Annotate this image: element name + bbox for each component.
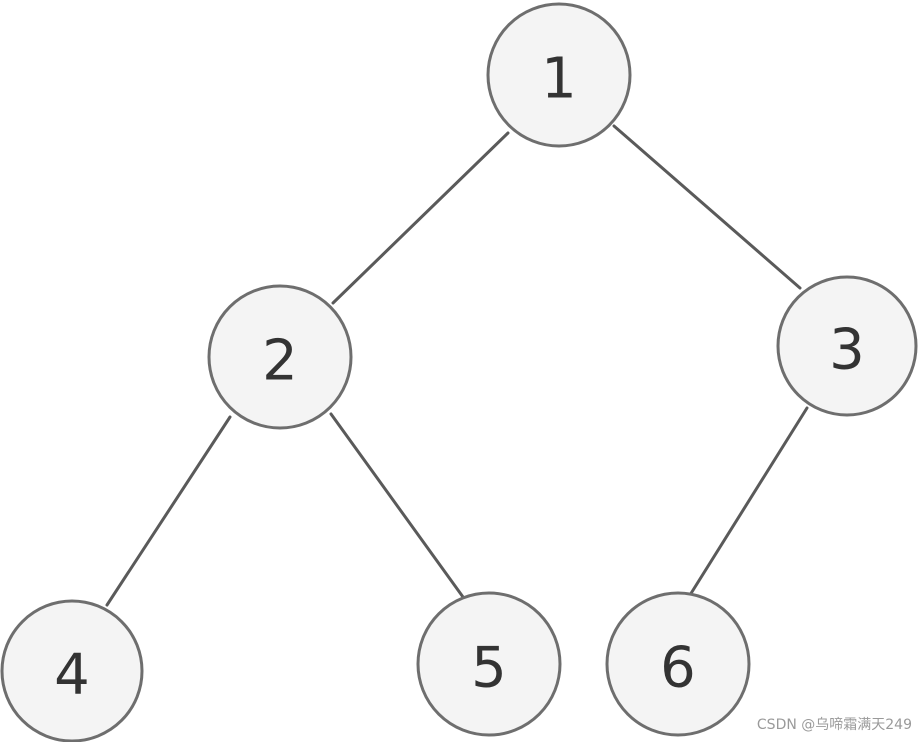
node-label: 5 (471, 636, 507, 701)
node-circle (0, 599, 144, 742)
tree-node-1: 1 (486, 2, 632, 148)
edge-1-3 (612, 124, 802, 290)
edge-1-2 (331, 131, 510, 305)
edge-2-5 (329, 412, 465, 599)
tree-node-6: 6 (605, 591, 751, 737)
node-label: 6 (660, 636, 696, 701)
tree-node-4: 4 (0, 599, 144, 742)
node-circle (605, 591, 751, 737)
edge-3-6 (688, 406, 809, 597)
node-circle (486, 2, 632, 148)
node-label: 3 (829, 318, 865, 383)
node-label: 4 (54, 643, 90, 708)
node-label: 1 (541, 47, 577, 112)
edge-2-4 (105, 415, 232, 607)
node-circle (207, 284, 353, 430)
node-label: 2 (262, 329, 298, 394)
tree-node-5: 5 (416, 591, 562, 737)
node-circle (416, 591, 562, 737)
tree-node-2: 2 (207, 284, 353, 430)
node-circle (776, 275, 918, 417)
watermark-text: CSDN @乌啼霜满天249 (756, 717, 912, 733)
edges (105, 124, 809, 607)
tree-node-3: 3 (776, 275, 918, 417)
